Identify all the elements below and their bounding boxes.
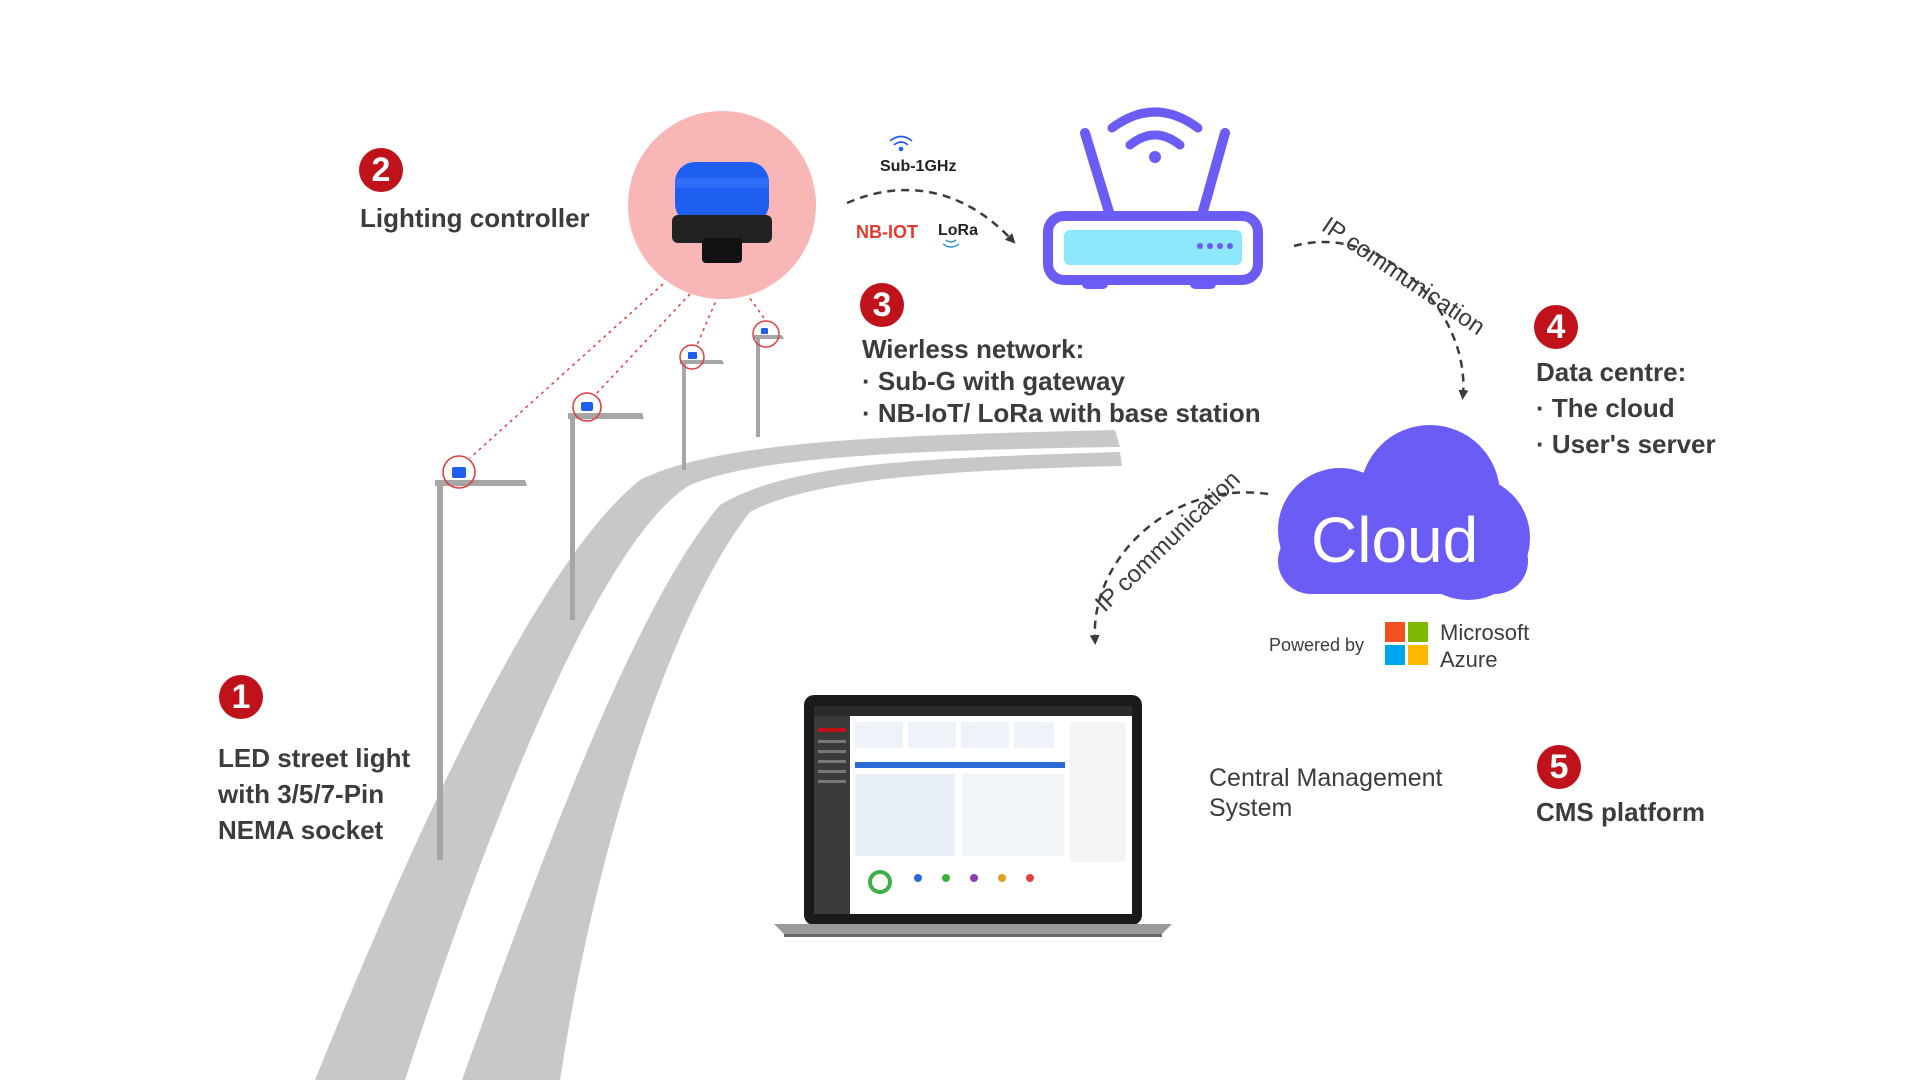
street-light-poles [435,320,784,860]
street-light-4 [752,320,784,437]
powered-by-label: Powered by [1269,635,1365,655]
azure-label: Azure [1440,647,1498,672]
wireless-network-item-2: · NB-IoT/ LoRa with base station [862,398,1261,428]
step-badge-2: 2 [359,148,403,192]
lora-signal-icon [942,239,960,248]
cms-label-line-1: Central Management [1209,764,1443,792]
step-1-line-1: LED street light [218,743,411,773]
step-badge-5: 5 [1537,745,1581,789]
wireless-network-item-1: · Sub-G with gateway [862,366,1125,396]
nb-iot-label: NB-IOT [856,222,918,242]
step-badge-4: 4 [1534,305,1578,349]
laptop-device [774,695,1172,937]
step-badge-3: 3 [860,283,904,327]
cloud-label: Cloud [1311,504,1479,576]
data-centre-item-1: · The cloud [1536,393,1675,423]
cms-platform-label: CMS platform [1536,797,1705,827]
step-1-line-3: NEMA socket [218,815,384,845]
microsoft-logo-icon [1385,622,1428,665]
wifi-icon [1107,107,1203,163]
sub-ghz-label: Sub-1GHz [880,158,957,175]
data-centre-item-2: · User's server [1536,429,1716,459]
street-light-1 [435,455,527,860]
controller-links [469,283,767,459]
street-light-2 [568,392,644,620]
street-light-3 [679,344,724,470]
lighting-controller-label: Lighting controller [360,203,590,233]
microsoft-label: Microsoft [1440,620,1530,645]
ip-arrow-router-cloud [1293,240,1469,400]
cms-label-line-2: System [1209,794,1293,822]
data-centre-heading: Data centre: [1536,357,1687,387]
cloud-shape [1278,425,1530,600]
lora-label: LoRa [938,222,978,239]
road [315,430,1122,1080]
wifi-small-icon [889,135,913,152]
wireless-arrow [846,188,1016,244]
router-device [1043,128,1263,289]
step-badge-1: 1 [219,675,263,719]
step-1-line-2: with 3/5/7-Pin [218,779,385,809]
wireless-network-heading: Wierless network: [862,334,1085,364]
lighting-controller-device [628,111,816,299]
ip-arrow-cloud-cms [1089,491,1269,645]
